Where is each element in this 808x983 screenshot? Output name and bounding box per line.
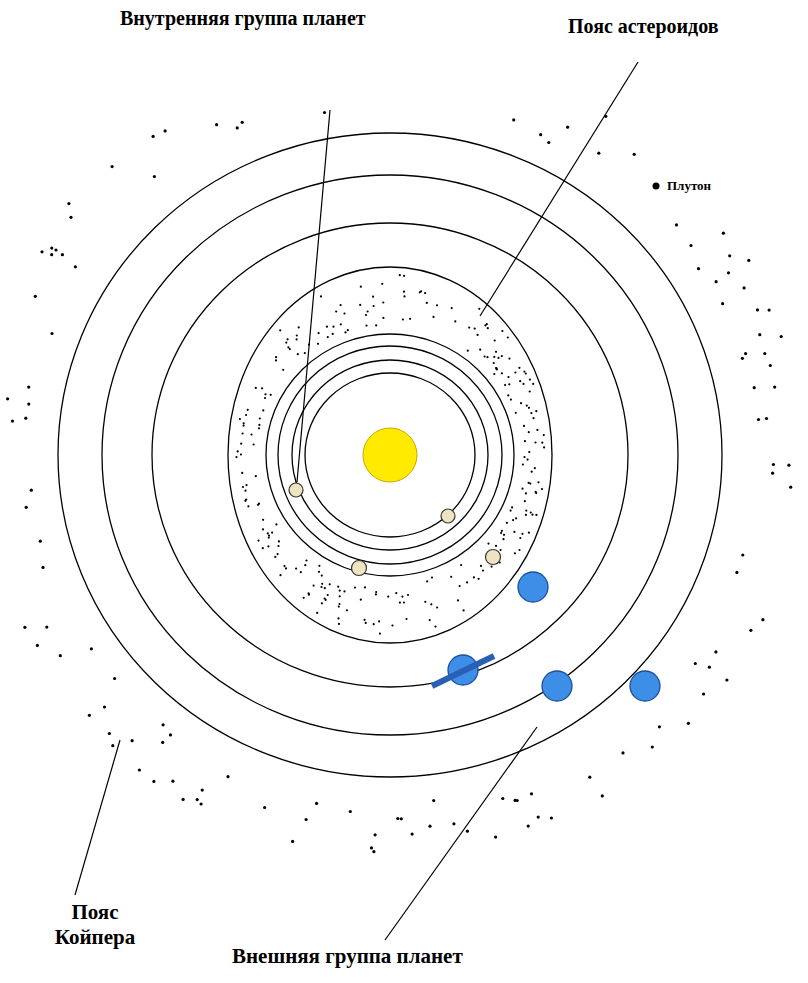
inner-planets xyxy=(289,483,501,576)
inner-group-label: Внутренняя группа планет xyxy=(120,6,366,30)
orbits xyxy=(58,133,722,777)
outer-planets xyxy=(432,572,660,701)
asteroid-belt-label: Пояс астероидов xyxy=(568,14,719,38)
asteroid-dots xyxy=(235,274,545,635)
outer-group-label: Внешняя группа планет xyxy=(232,944,463,969)
leader-lines xyxy=(75,62,638,940)
pluto-label: Плутон xyxy=(667,178,711,194)
kuiper-dots xyxy=(6,111,792,853)
kuiper-belt-label: Пояс Койпера xyxy=(35,900,155,950)
pluto-dot xyxy=(653,183,660,190)
sun xyxy=(363,428,417,482)
